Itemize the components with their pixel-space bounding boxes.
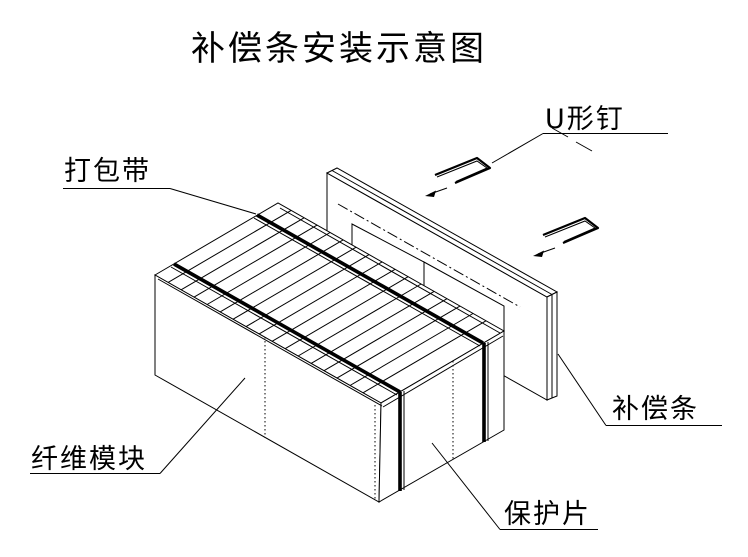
label-fiber-module: 纤维模块: [31, 444, 147, 475]
u-staple-1-inner-line: [436, 160, 489, 182]
packing-straps: [170, 213, 489, 491]
panel-top-mid-line: [331, 170, 553, 295]
label-protection-sheet-leader: [431, 442, 501, 530]
label-u-pin: U形钉: [545, 104, 625, 135]
u-shaped-staples: [425, 127, 600, 257]
annotations: 补偿条安装示意图 U形钉 打包带 纤维模块 补偿条 保护片: [30, 29, 722, 530]
staple-1-arrowhead: [425, 190, 436, 197]
u-staple-2-inner-line: [544, 220, 597, 242]
bale-right-face: [378, 330, 505, 503]
label-packing-strap-leader: [169, 188, 257, 215]
strap-2-top: [256, 213, 484, 345]
staple-axis-dash-2: [575, 141, 593, 152]
u-staple-1: [434, 156, 492, 185]
edge-companion-back: [279, 207, 501, 334]
diagram-title: 补偿条安装示意图: [191, 29, 487, 69]
staple-axis-dash-1: [551, 127, 569, 138]
strap-1-top: [173, 262, 401, 394]
label-compensation-strip-leader: [557, 353, 607, 426]
strap-1-top-edge: [170, 266, 398, 396]
staple-2-arrowhead: [533, 250, 544, 257]
panel-centerline-dashdot: [337, 203, 521, 308]
label-packing-strap: 打包带: [64, 156, 151, 187]
label-u-pin-leader: [491, 133, 544, 164]
edge-companion-left: [157, 278, 383, 407]
strap-2-top-edge: [253, 217, 481, 347]
u-staple-2: [542, 216, 600, 245]
label-fiber-module-leader: [159, 377, 246, 474]
label-protection-sheet: 保护片: [504, 499, 591, 530]
label-compensation-strip: 补偿条: [612, 394, 699, 425]
